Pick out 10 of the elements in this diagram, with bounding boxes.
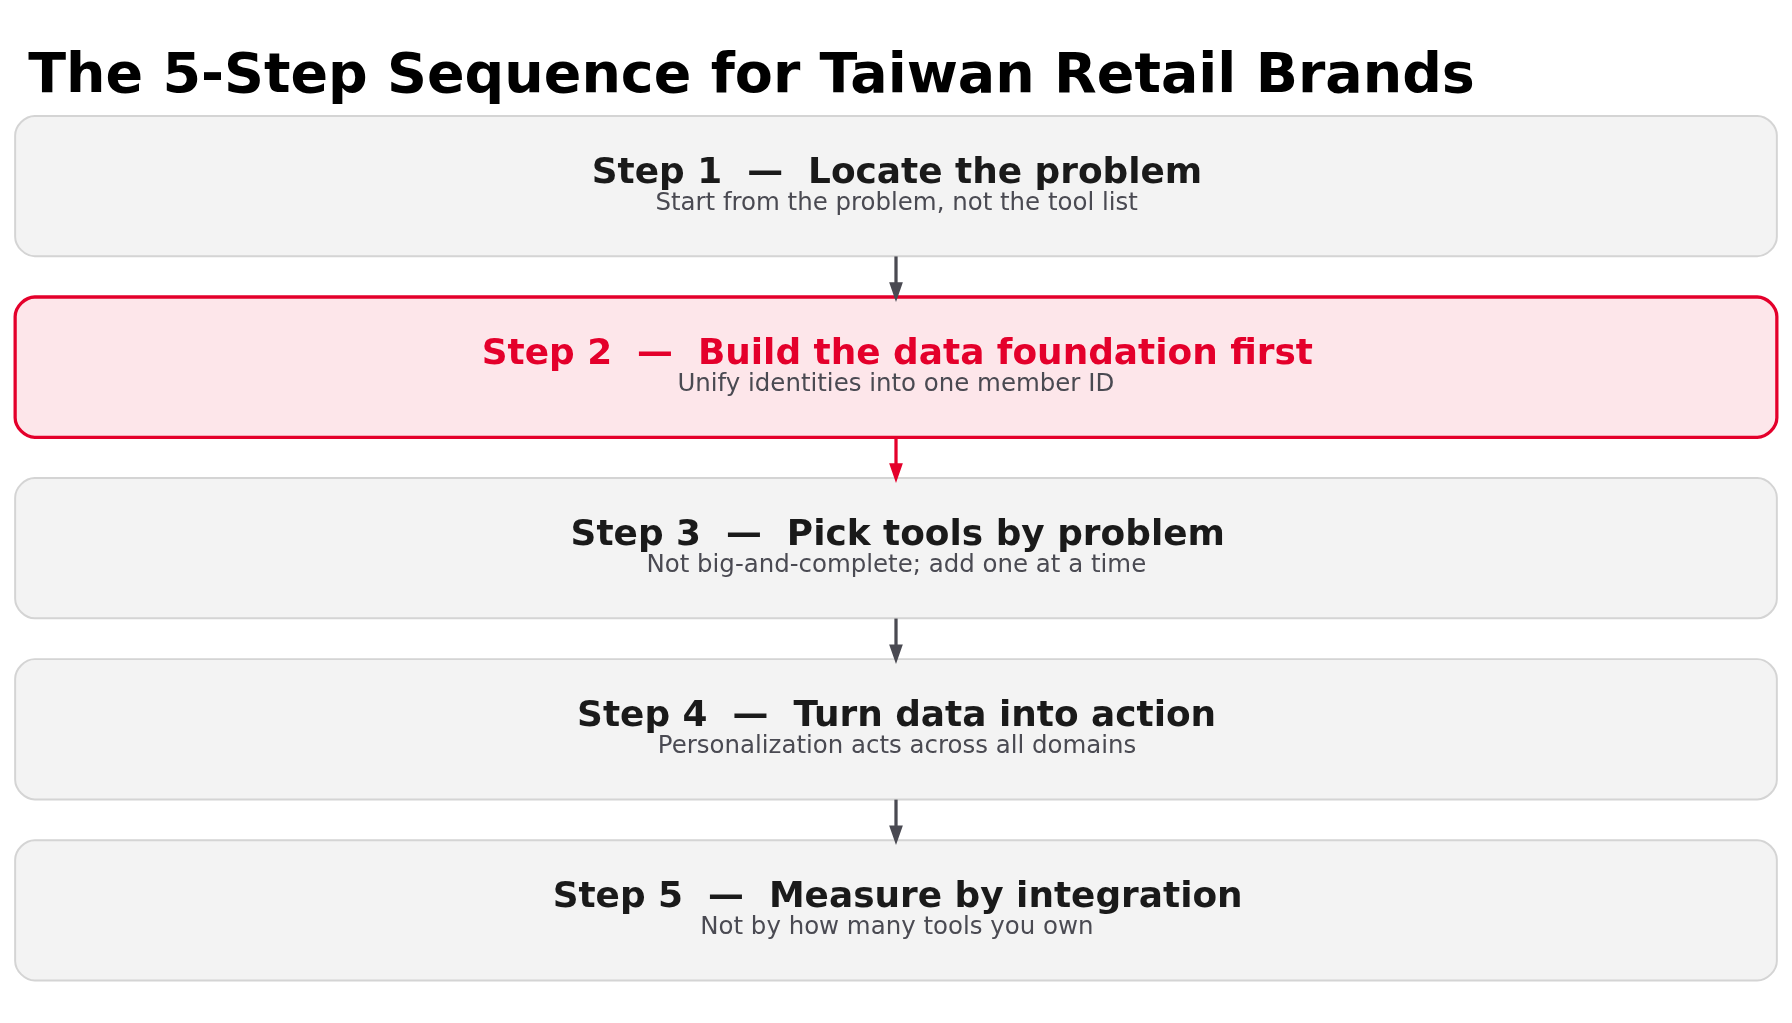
node-box: Step 1 — Locate the problem Start from the problem, not the tool list (14, 114, 1778, 258)
node-box: Step 5 — Measure by integration Not by how many tools you own (14, 839, 1778, 982)
arrow (889, 256, 903, 302)
arrow (889, 799, 903, 846)
node-box: Step 2 — Build the data foundation first Unify identities into one member ID (13, 295, 1779, 439)
diagram-title: The 5-Step Sequence for Taiwan Retail Brands (28, 40, 1475, 105)
arrow (889, 618, 903, 664)
node-box: Step 3 — Pick tools by problem Not big-and-complete; add one at a time (14, 477, 1778, 620)
arrow (889, 437, 903, 483)
node-box: Step 4 — Turn data into action Personalization acts across all domains (14, 658, 1778, 801)
